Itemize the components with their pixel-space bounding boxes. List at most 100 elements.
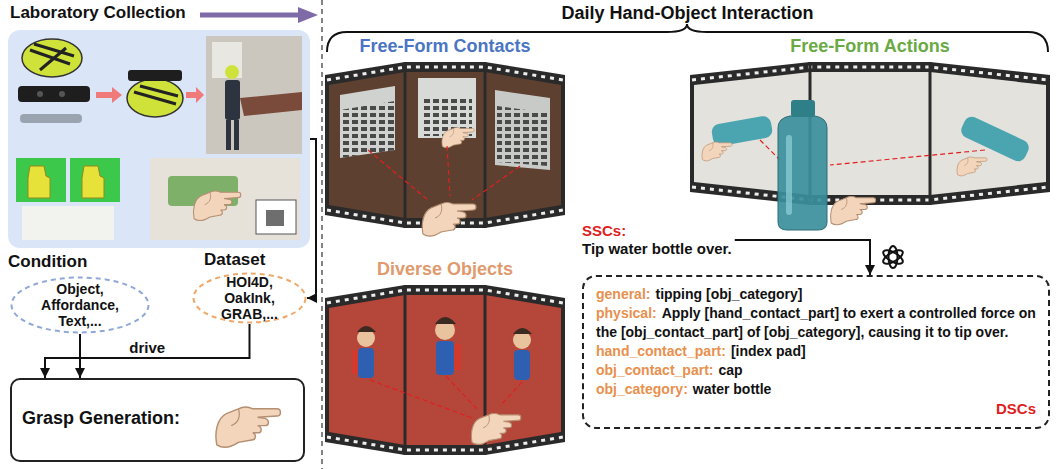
film-contacts	[472, 166, 520, 200]
dsc-value: water bottle	[693, 381, 772, 397]
film-contacts	[340, 101, 395, 158]
dataset-ellipse: DatasetHOI4D, OakInk, GRAB,...	[192, 272, 307, 324]
dsc-tag: DSCs	[996, 400, 1036, 417]
film-diverse	[435, 317, 456, 324]
lab-photos	[8, 30, 310, 248]
lab-photos	[266, 210, 284, 226]
dsc-key: physical:	[596, 305, 657, 321]
lab-photos	[256, 200, 296, 234]
film-diverse	[358, 348, 374, 378]
lab-photos	[96, 87, 122, 103]
film-diverse	[329, 295, 561, 445]
edge-label: drive	[127, 339, 167, 356]
film-actions	[830, 150, 985, 165]
lab-photos	[37, 91, 43, 97]
film-contacts	[422, 203, 476, 237]
film-diverse	[325, 285, 565, 455]
grasp-box: Grasp Generation:	[10, 378, 305, 462]
lab-photos	[225, 80, 240, 120]
film-actions	[791, 100, 815, 117]
film-actions	[692, 67, 1048, 80]
lab-photos	[22, 206, 114, 240]
dsc-line: general:tipping [obj_category]	[596, 285, 1036, 304]
film-diverse	[404, 285, 407, 455]
lab-photos	[16, 158, 66, 202]
film-diverse	[327, 290, 563, 303]
dsc-key: obj_category:	[596, 381, 688, 397]
film-contacts	[368, 150, 428, 200]
openai-logo	[881, 246, 905, 268]
flow-arrow	[200, 13, 300, 18]
strip-title: Diverse Objects	[325, 259, 565, 280]
film-diverse	[500, 382, 522, 406]
actions-strip: Free-Form Actions	[690, 36, 1050, 205]
film-actions	[760, 140, 780, 160]
openai-logo	[881, 248, 905, 267]
film-actions	[690, 62, 1050, 230]
film-diverse	[436, 341, 454, 375]
lab-photos	[128, 70, 182, 81]
film-contacts	[497, 106, 548, 166]
ellipse-shape	[194, 274, 306, 323]
strip-title: Free-Form Actions	[690, 36, 1050, 57]
lab-photos	[28, 166, 50, 198]
dsc-value: Apply [hand_contact_part] to exert a con…	[596, 305, 1036, 340]
strip-title: Free-Form Contacts	[325, 36, 565, 57]
dsc-key: hand_contact_part:	[596, 343, 726, 359]
ssc-key: SSCs:	[582, 222, 732, 240]
lab-photos	[70, 158, 120, 202]
lab-photos	[206, 36, 302, 154]
film-diverse	[352, 350, 358, 374]
lab-photos	[212, 42, 242, 78]
panel-heading: Laboratory Collection	[10, 3, 186, 23]
ellipse-heading: Condition	[8, 252, 87, 272]
film-diverse	[370, 380, 472, 418]
lab-photos	[8, 30, 310, 248]
film-actions	[959, 114, 1032, 164]
film-diverse	[325, 285, 565, 455]
dsc-line: obj_category: water bottle	[596, 380, 1036, 399]
film-contacts	[340, 86, 395, 158]
ellipse-text: Object, Affordance, Text,...	[28, 281, 132, 329]
grasp-hand	[216, 407, 280, 447]
lab-panel: Laboratory Collection	[8, 30, 310, 248]
condition-ellipse: ConditionObject, Affordance, Text,...	[10, 276, 150, 334]
film-diverse	[514, 350, 530, 380]
lab-photos	[30, 44, 74, 70]
dsc-tag-line: DSCs	[596, 399, 1036, 419]
film-actions	[711, 115, 774, 147]
film-actions	[778, 116, 827, 230]
dsc-line: physical:Apply [hand_contact_part] to ex…	[596, 304, 1036, 342]
dsc-box: general:tipping [obj_category]physical:A…	[582, 275, 1050, 429]
film-contacts	[442, 128, 474, 148]
openai-logo	[881, 248, 905, 267]
lab-photos	[240, 92, 302, 116]
film-contacts	[325, 62, 565, 236]
film-actions	[929, 62, 932, 205]
film-actions	[831, 197, 876, 225]
film-actions	[957, 157, 987, 176]
film-contacts	[495, 90, 550, 170]
contacts-strip: Free-Form Contacts	[325, 36, 565, 228]
ssc-text: SSCs:Tip water bottle over.	[582, 222, 732, 258]
flow-arrow	[298, 7, 318, 23]
grasp-text: Grasp Generation:	[22, 408, 180, 429]
lab-photos	[150, 158, 300, 240]
film-contacts	[329, 72, 561, 218]
film-actions	[786, 135, 792, 215]
dsc-key: obj_contact_part:	[596, 362, 713, 378]
film-contacts	[484, 62, 487, 228]
film-contacts	[447, 146, 450, 196]
dsc-value: cap	[718, 362, 742, 378]
film-diverse	[357, 326, 376, 332]
lab-photos	[226, 120, 231, 150]
film-diverse	[446, 376, 478, 410]
ssc-value: Tip water bottle over.	[582, 240, 732, 258]
dsc-value: tipping [obj_category]	[655, 286, 802, 302]
flow-arrow	[200, 7, 318, 23]
lab-photos	[22, 39, 82, 77]
connector	[735, 240, 870, 275]
film-actions	[694, 72, 1046, 195]
lab-photos	[225, 65, 239, 79]
